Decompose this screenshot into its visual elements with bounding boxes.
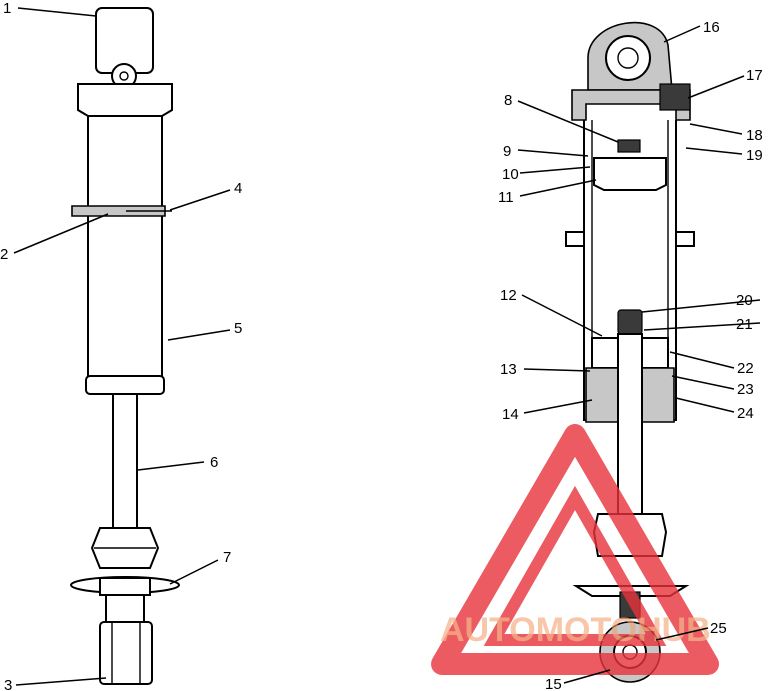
watermark-logo: AUTOMOTOHUB <box>431 424 719 675</box>
top-mount-bolt <box>119 71 129 81</box>
top-eye-bore <box>617 47 639 69</box>
callout-18: 18 <box>746 127 763 144</box>
cutaway-shaft <box>617 333 643 515</box>
callout-5: 5 <box>234 320 242 337</box>
fill-valve <box>659 83 691 111</box>
callout-7: 7 <box>223 549 231 566</box>
bottom-mount-edges <box>111 622 141 684</box>
callout-8: 8 <box>504 92 512 109</box>
callout-4: 4 <box>234 180 242 197</box>
top-cap <box>77 83 173 117</box>
callout-3: 3 <box>4 677 12 691</box>
callout-1: 1 <box>3 0 11 17</box>
bottom-mount-eye <box>99 621 153 685</box>
leader-lines <box>13 7 761 686</box>
preload-ring <box>71 205 166 217</box>
callout-12: 12 <box>500 287 517 304</box>
side-ear-left <box>565 231 585 247</box>
callout-19: 19 <box>746 147 763 164</box>
callout-15: 15 <box>545 676 562 691</box>
callout-25: 25 <box>710 620 727 637</box>
top-eye-bushing <box>605 35 651 81</box>
callout-16: 16 <box>703 19 720 36</box>
piston-valve <box>617 139 641 153</box>
callout-10: 10 <box>502 166 519 183</box>
callout-11: 11 <box>498 189 514 206</box>
callout-23: 23 <box>737 381 754 398</box>
watermark-triangle-outer <box>431 424 719 675</box>
watermark-text: AUTOMOTOHUB <box>440 611 711 649</box>
callout-22: 22 <box>737 360 754 377</box>
callout-2: 2 <box>0 246 8 263</box>
piston-shaft <box>112 393 138 531</box>
reservoir-body <box>87 115 163 379</box>
callout-21: 21 <box>736 316 753 333</box>
callout-9: 9 <box>503 143 511 160</box>
callout-14: 14 <box>502 406 519 423</box>
floating-piston <box>593 157 667 191</box>
callout-24: 24 <box>737 405 754 422</box>
side-ear-right <box>675 231 695 247</box>
callout-17: 17 <box>746 67 763 84</box>
callout-20: 20 <box>736 292 753 309</box>
callout-13: 13 <box>500 361 517 378</box>
lower-stem <box>105 594 145 626</box>
body-bottom-ring <box>85 375 165 395</box>
spring-cup-hub <box>99 577 151 596</box>
shaft-nut <box>617 309 643 335</box>
callout-6: 6 <box>210 454 218 471</box>
exterior-shock-view <box>70 7 180 685</box>
watermark-triangle-inner <box>483 485 667 646</box>
